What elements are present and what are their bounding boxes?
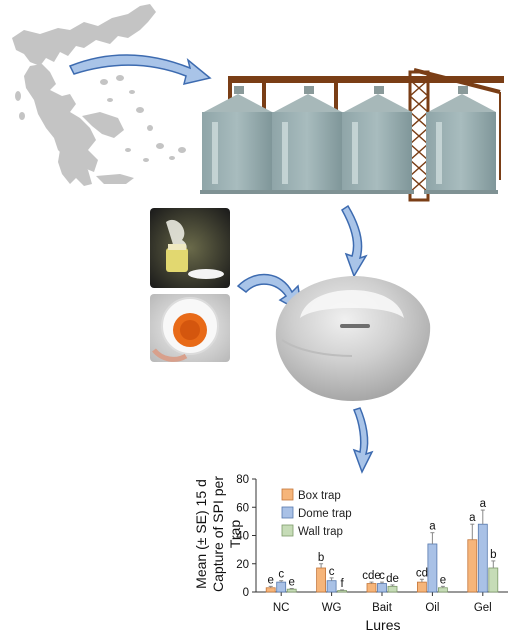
bar-box-gel — [467, 539, 478, 593]
letter-box-gel: a — [469, 512, 476, 524]
letter-wall-wg: f — [340, 578, 344, 590]
y-axis-label-line-2: Capture of SPI per — [210, 476, 226, 592]
x-tick-label-nc: NC — [273, 602, 290, 614]
legend-label-box-trap: Box trap — [298, 490, 341, 502]
legend-swatch-dome-trap — [281, 506, 294, 519]
y-tick-label: 60 — [236, 502, 249, 514]
bar-box-oil — [416, 581, 427, 593]
letter-wall-gel: b — [490, 549, 496, 561]
bar-dome-wg — [326, 580, 337, 593]
lure-vial-photo — [150, 208, 230, 288]
chart-error-bars — [268, 509, 496, 591]
y-tick-label: 80 — [236, 474, 249, 486]
chart-legend: Box trap Dome trap Wall trap — [281, 488, 352, 538]
bar-box-wg — [316, 567, 327, 593]
arrow-trap-to-chart — [352, 407, 374, 474]
x-axis-label: Lures — [365, 617, 400, 633]
letter-dome-bait: c — [379, 570, 385, 582]
grain-silos — [200, 68, 504, 202]
letter-box-bait: cde — [362, 570, 381, 582]
x-tick-label-bait: Bait — [372, 602, 393, 614]
legend-swatch-box-trap — [281, 488, 294, 501]
x-tick-label-wg: WG — [322, 602, 342, 614]
y-axis-label-line-3: Trap — [227, 520, 243, 548]
letter-wall-nc: e — [288, 576, 294, 588]
bar-dome-nc — [276, 581, 287, 593]
dome-trap — [275, 276, 431, 401]
letter-dome-gel: a — [480, 498, 487, 510]
bar-wall-bait — [387, 585, 398, 593]
chart-bars — [265, 523, 499, 593]
bar-box-bait — [366, 583, 377, 593]
legend-swatch-wall-trap — [281, 524, 294, 537]
letter-dome-oil: a — [429, 521, 436, 533]
bar-box-nc — [265, 587, 276, 593]
y-tick-label: 20 — [236, 559, 249, 571]
x-tick-label-gel: Gel — [474, 602, 492, 614]
bar-dome-gel — [477, 523, 488, 593]
legend-label-dome-trap: Dome trap — [298, 508, 352, 520]
legend-label-wall-trap: Wall trap — [298, 526, 343, 538]
lure-dish-photo — [150, 294, 230, 362]
arrow-silos-to-trap — [341, 204, 368, 278]
y-tick-label: 40 — [236, 531, 249, 543]
y-tick-label: 0 — [243, 587, 249, 599]
letter-wall-oil: e — [440, 574, 446, 586]
letter-box-nc: e — [267, 574, 273, 586]
greece-map — [12, 4, 186, 186]
bar-wall-gel — [488, 567, 499, 593]
arrow-map-to-silos — [68, 54, 212, 86]
bar-wall-nc — [286, 588, 297, 593]
letter-wall-bait: de — [386, 573, 399, 585]
bar-wall-oil — [437, 587, 448, 593]
chart-y-axis-label: Mean (± SE) 15 d Capture of SPI per Trap — [193, 476, 243, 592]
letter-box-wg: b — [318, 552, 324, 564]
letter-box-oil: cd — [416, 567, 428, 579]
letter-dome-wg: c — [329, 566, 335, 578]
x-tick-label-oil: Oil — [425, 602, 439, 614]
y-axis-label-line-1: Mean (± SE) 15 d — [193, 479, 209, 589]
letter-dome-nc: c — [278, 569, 284, 581]
bar-dome-oil — [427, 543, 438, 593]
bar-wall-wg — [337, 590, 348, 593]
